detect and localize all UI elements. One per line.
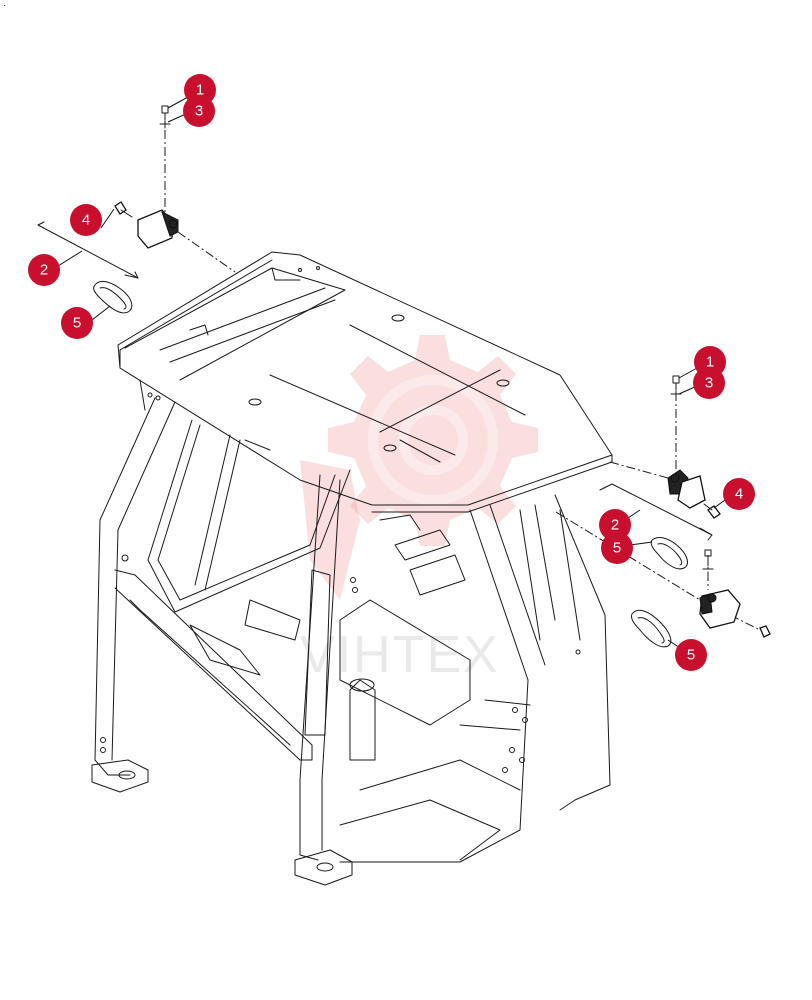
watermark-text: VIHTEX [300,626,500,684]
callout-right-3[interactable]: 3 [693,367,725,399]
cab-frame [91,251,613,886]
rear-bolt-icon [702,549,714,579]
rear-lamp-icon [699,589,741,629]
svg-text:5: 5 [613,540,621,557]
left-harness-loop-icon [93,280,133,314]
callout-left-4[interactable]: 4 [70,204,102,236]
left-bolt-icon [159,105,171,129]
callout-right-2[interactable]: 2 [599,509,631,541]
callout-left-2[interactable]: 2 [28,254,60,286]
svg-text:5: 5 [73,315,81,332]
svg-text:5: 5 [687,647,695,664]
svg-text:2: 2 [40,262,48,279]
right-lamp-icon [667,469,706,509]
callout-right-5a[interactable]: 5 [601,532,633,564]
mounting-holes [121,392,581,773]
right-harness-loop-lower-icon [631,609,672,648]
left-work-lamp-assembly [37,105,236,314]
watermark-gear-icon [328,335,538,546]
right-bulb-icon [703,503,721,519]
svg-text:1: 1 [706,354,714,371]
svg-text:4: 4 [735,486,743,503]
svg-text:3: 3 [195,103,203,120]
svg-text:1: 1 [196,82,204,99]
corner-mark: · [3,0,6,11]
right-harness-loop-upper-icon [650,537,688,570]
svg-text:2: 2 [611,517,619,534]
left-lamp-icon [137,209,179,249]
callouts: 1 3 4 2 5 1 3 [28,74,755,671]
rear-bulb-icon [759,625,771,638]
left-bulb-icon [114,201,133,218]
watermark: VIHTEX [300,335,538,684]
rear-work-lamp-assembly [631,549,771,648]
callout-left-3[interactable]: 3 [183,95,215,127]
right-work-lamp-assembly [555,375,771,636]
right-bolt-icon [670,375,682,399]
callout-right-4[interactable]: 4 [723,478,755,510]
callout-left-5[interactable]: 5 [61,307,93,339]
svg-text:3: 3 [705,375,713,392]
svg-text:4: 4 [82,212,90,229]
callout-right-5b[interactable]: 5 [675,639,707,671]
